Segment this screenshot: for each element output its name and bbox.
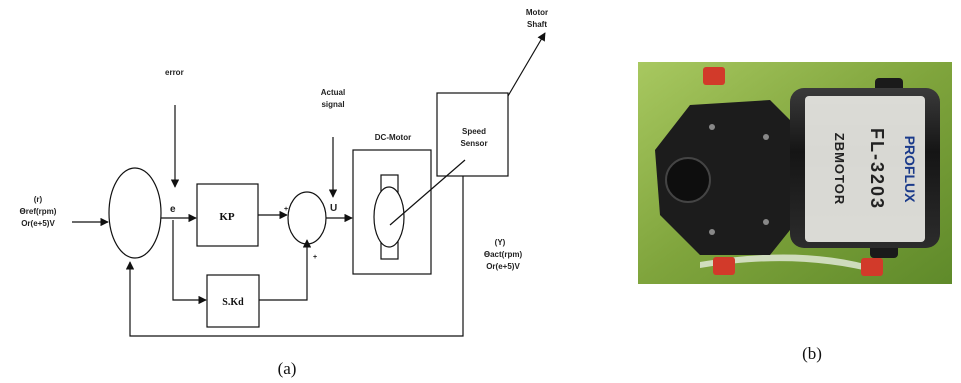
e-label: e xyxy=(170,204,176,215)
pump-photo: PROFLUX FL-3203 ZBMOTOR (b) xyxy=(638,62,952,363)
diagram-labels: (r) Өref(rpm) Or(e+5)V error e KP S.Kd +… xyxy=(20,8,549,378)
actual-signal-line1: Actual xyxy=(321,88,345,97)
pump-head xyxy=(655,100,790,255)
caption-b: (b) xyxy=(802,344,822,363)
pump-port-icon xyxy=(665,157,711,203)
motor-shaft-line2: Shaft xyxy=(527,20,547,29)
input-label-r: (r) xyxy=(34,195,43,204)
derivative-branch xyxy=(172,220,207,305)
tubing xyxy=(700,254,880,274)
input-label-theta: Өref(rpm) xyxy=(20,207,57,216)
kp-label: KP xyxy=(219,211,235,223)
screw-icon-3 xyxy=(763,134,769,140)
block-diagram xyxy=(72,32,546,337)
actual-signal-line2: signal xyxy=(321,100,344,109)
u-label: U xyxy=(330,203,337,214)
caption-a: (a) xyxy=(278,359,297,378)
error-label: error xyxy=(165,68,184,77)
fitting-right-icon xyxy=(861,258,883,276)
input-label-volt: Or(e+5)V xyxy=(21,219,55,228)
skd-to-sum-path xyxy=(259,239,312,301)
motor-shaft-arrow xyxy=(507,32,546,97)
label-brand: ZBMOTOR xyxy=(832,133,847,205)
motor-shaft-line1: Motor xyxy=(526,8,548,17)
skd-label: S.Kd xyxy=(222,297,244,308)
fitting-top-icon xyxy=(703,67,725,85)
skd-block xyxy=(206,274,260,328)
speed-sensor-line2: Sensor xyxy=(460,139,487,148)
label-model: FL-3203 xyxy=(867,128,887,210)
speed-sensor-block xyxy=(436,92,509,177)
dc-motor-label: DC-Motor xyxy=(375,133,411,142)
screw-icon-1 xyxy=(709,124,715,130)
motor-label-text: PROFLUX FL-3203 ZBMOTOR xyxy=(832,128,918,210)
summing-junction-2 xyxy=(287,191,327,245)
output-label-y: (Y) xyxy=(495,238,506,247)
plus-top: + xyxy=(284,206,288,213)
feedback-path xyxy=(125,176,464,337)
motor-label-panel xyxy=(805,96,925,242)
speed-sensor-line1: Speed xyxy=(462,127,486,136)
fitting-bottom-icon xyxy=(713,257,735,275)
output-label-volt: Or(e+5)V xyxy=(486,262,520,271)
screw-icon-4 xyxy=(763,219,769,225)
dc-motor-block xyxy=(352,149,432,275)
screw-icon-2 xyxy=(709,229,715,235)
plus-bottom: + xyxy=(313,254,317,261)
label-brand-top: PROFLUX xyxy=(902,136,918,204)
summing-junction-1 xyxy=(108,167,162,259)
motor-rotor xyxy=(373,186,405,248)
output-label-theta: Өact(rpm) xyxy=(484,250,523,259)
rotor-sensor-link xyxy=(389,159,466,226)
